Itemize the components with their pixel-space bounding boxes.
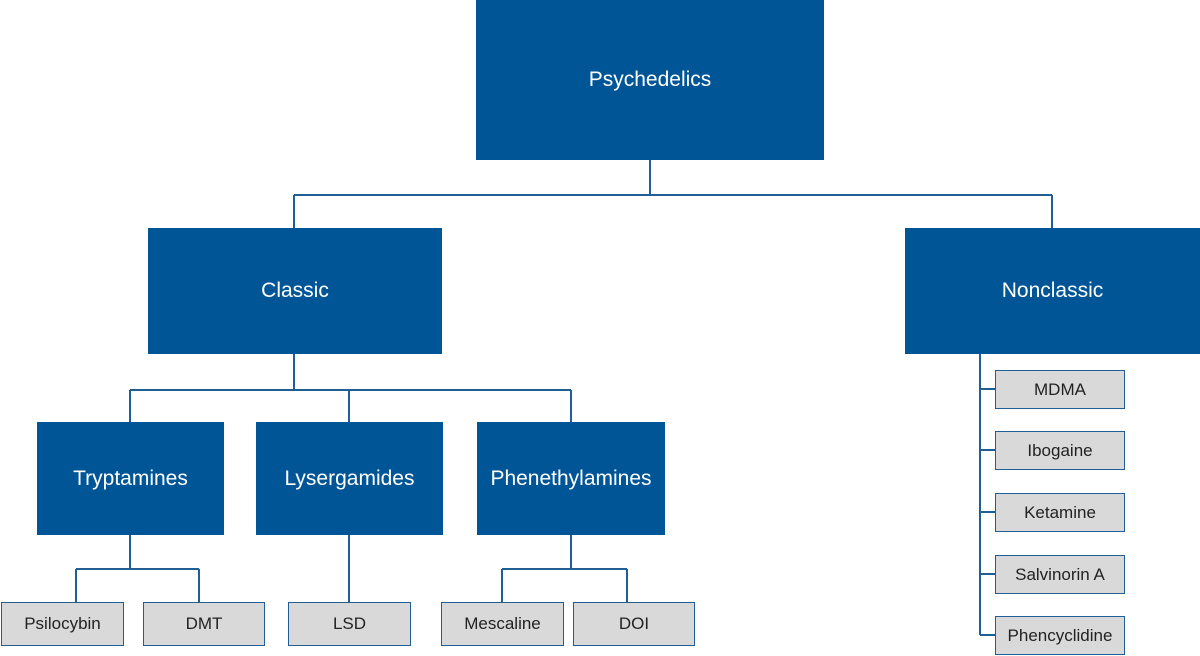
node-classic: Classic [148, 228, 442, 354]
leaf-psilocybin: Psilocybin [1, 602, 124, 646]
node-tryptamines: Tryptamines [37, 422, 224, 535]
node-psychedelics: Psychedelics [476, 0, 824, 160]
node-lysergamides: Lysergamides [256, 422, 443, 535]
leaf-label: Phencyclidine [1007, 625, 1113, 645]
leaf-ketamine: Ketamine [995, 493, 1125, 532]
node-label: Nonclassic [1001, 279, 1104, 302]
leaf-label: LSD [332, 614, 367, 633]
node-label: Lysergamides [284, 466, 415, 490]
node-label: Phenethylamines [490, 466, 652, 490]
leaf-phencyclidine: Phencyclidine [995, 616, 1125, 655]
leaf-label: Salvinorin A [1015, 564, 1105, 584]
leaf-label: Psilocybin [24, 614, 101, 633]
node-label: Tryptamines [73, 466, 188, 490]
leaf-label: Mescaline [464, 614, 541, 633]
leaf-mdma: MDMA [995, 370, 1125, 409]
node-label: Classic [261, 279, 329, 302]
leaf-label: Ibogaine [1027, 440, 1093, 460]
node-nonclassic: Nonclassic [905, 228, 1200, 354]
node-phenethylamines: Phenethylamines [477, 422, 665, 535]
leaf-mescaline: Mescaline [441, 602, 564, 646]
leaf-lsd: LSD [288, 602, 411, 646]
leaf-label: DMT [185, 614, 223, 633]
leaf-salvinorin-a: Salvinorin A [995, 555, 1125, 594]
leaf-doi: DOI [573, 602, 695, 646]
node-label: Psychedelics [588, 68, 712, 91]
leaf-ibogaine: Ibogaine [995, 431, 1125, 470]
leaf-dmt: DMT [143, 602, 265, 646]
leaf-label: Ketamine [1024, 502, 1096, 522]
leaf-label: MDMA [1034, 379, 1086, 399]
leaf-label: DOI [618, 614, 650, 633]
